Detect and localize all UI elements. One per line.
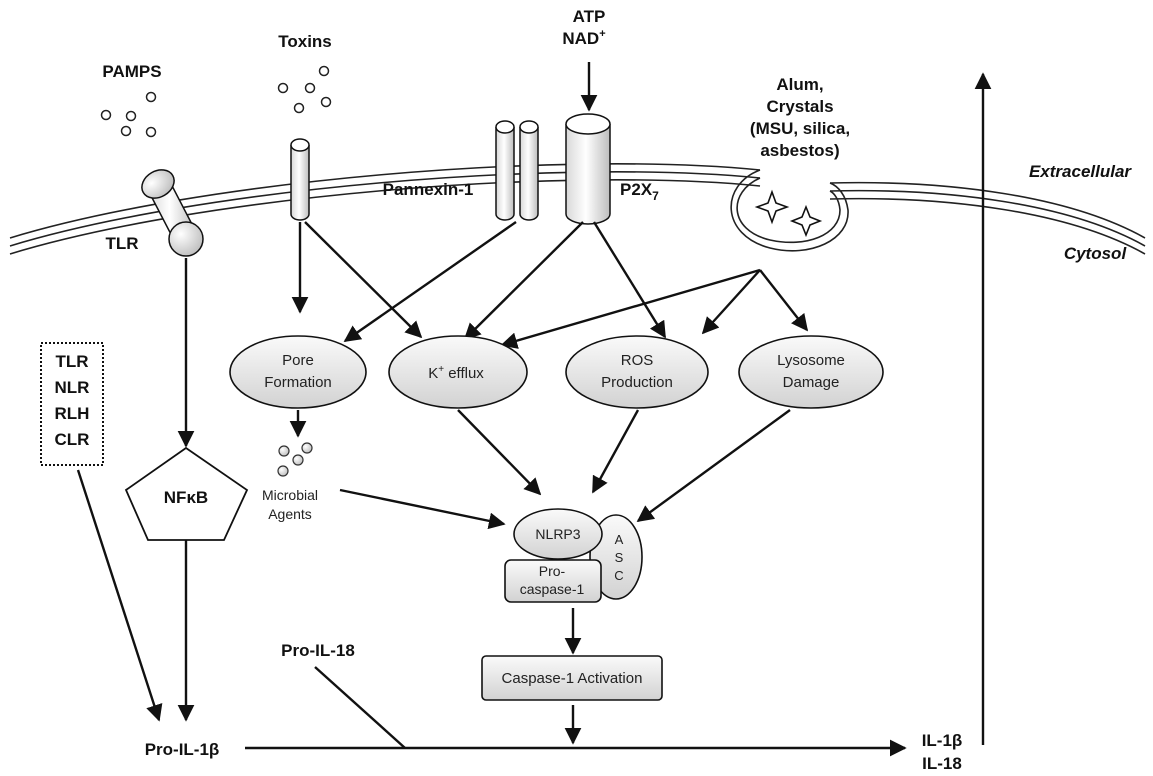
- crystal-star-2: [789, 204, 823, 238]
- caspase-label: Caspase-1 Activation: [502, 670, 643, 687]
- nad-label: NAD+: [562, 28, 605, 48]
- arrow-p2x7-to-kefflux: [463, 221, 584, 341]
- pore-line-1: Pore: [282, 352, 314, 369]
- asc-c: C: [614, 568, 623, 583]
- lysosome-damage-node: Lysosome Damage: [738, 335, 884, 409]
- arrow-kefflux-to-nlrp3: [457, 409, 542, 496]
- lyso-line-2: Damage: [783, 374, 840, 391]
- k-efflux-superscript: +: [438, 364, 444, 375]
- arrow-crystal-to-kefflux: [500, 268, 761, 349]
- toxin-particles: [277, 65, 332, 114]
- k-efflux-text: K+ efflux: [428, 364, 484, 382]
- cytosol-label: Cytosol: [1064, 244, 1128, 263]
- p2x-subscript: 7: [652, 189, 659, 203]
- arrow-crystal-to-ros: [701, 269, 761, 335]
- nad-superscript: +: [599, 28, 605, 40]
- il1b-label: IL-1β: [922, 731, 963, 750]
- pro-il1b-label: Pro-IL-1β: [145, 740, 220, 759]
- toxin-pore-channel: [290, 138, 310, 221]
- lyso-line-1: Lysosome: [777, 352, 845, 369]
- alum-label: Alum,: [776, 75, 823, 94]
- arrow-ros-to-nlrp3: [591, 409, 640, 494]
- crystals-label: Crystals: [766, 97, 833, 116]
- p2x-text: P2X: [620, 180, 653, 199]
- k-efflux-k: K: [428, 365, 438, 382]
- microbial-line-2: Agents: [268, 506, 312, 522]
- msu-label: (MSU, silica,: [750, 119, 850, 138]
- crystal-star-1: [754, 189, 790, 225]
- asbestos-label: asbestos): [760, 141, 839, 160]
- pamps-label: PAMPS: [102, 62, 161, 81]
- tlr-receptor: [141, 169, 204, 257]
- arrow-lysosome-to-asc: [636, 409, 791, 522]
- pamp-particles: [100, 91, 157, 138]
- procasp-line-2: caspase-1: [520, 581, 585, 597]
- p2x7-receptor: [565, 113, 611, 225]
- receptor-clr: CLR: [55, 430, 90, 449]
- il18-label: IL-18: [922, 754, 962, 773]
- microbial-agents: Microbial Agents: [262, 442, 318, 522]
- pore-line-2: Formation: [264, 374, 332, 391]
- ros-line-1: ROS: [621, 352, 654, 369]
- procasp-line-1: Pro-: [539, 563, 566, 579]
- k-efflux-rest: efflux: [444, 365, 484, 382]
- extracellular-label: Extracellular: [1029, 162, 1132, 181]
- arrow-toxin-to-kefflux: [304, 221, 423, 339]
- toxins-label: Toxins: [278, 32, 332, 51]
- caspase-activation-node: Caspase-1 Activation: [481, 655, 663, 701]
- arrow-crystal-to-lysosome: [759, 269, 809, 332]
- tlr-label: TLR: [105, 234, 138, 253]
- atp-label: ATP: [573, 7, 606, 26]
- p2x7-label: P2X7: [620, 180, 659, 203]
- receptor-tlr: TLR: [55, 352, 88, 371]
- ros-production-node: ROS Production: [565, 335, 709, 409]
- receptor-rlh: RLH: [55, 404, 90, 423]
- nfkb-node: NFκB: [124, 446, 249, 541]
- arrow-microbial-to-nlrp3: [339, 488, 506, 530]
- asc-a: A: [615, 532, 624, 547]
- pro-il18-label: Pro-IL-18: [281, 641, 355, 660]
- pathway-arrows: [76, 62, 992, 757]
- line-proil18-merge: [314, 666, 406, 749]
- cell-membrane: [9, 163, 1146, 255]
- pannexin-label: Pannexin-1: [383, 180, 474, 199]
- ros-line-2: Production: [601, 374, 673, 391]
- k-efflux-node: K+ efflux: [388, 335, 528, 409]
- receptor-nlr: NLR: [55, 378, 90, 397]
- arrow-receptors-to-proil1b: [76, 469, 163, 722]
- asc-s: S: [615, 550, 624, 565]
- nfkb-label: NFκB: [164, 488, 208, 507]
- nad-text: NAD: [562, 29, 599, 48]
- pore-formation-node: Pore Formation: [229, 335, 367, 409]
- arrow-p2x7-to-ros: [592, 221, 667, 339]
- phagocytic-vesicle: [730, 169, 849, 252]
- pannexin-1-channel: [495, 120, 539, 221]
- nlrp3-label: NLRP3: [535, 526, 580, 542]
- inflammasome-complex: A S C NLRP3 Pro- caspase-1: [504, 508, 643, 603]
- microbial-line-1: Microbial: [262, 487, 318, 503]
- receptor-box: TLR NLR RLH CLR: [40, 342, 104, 466]
- arrow-pannexin-to-pore: [343, 221, 517, 342]
